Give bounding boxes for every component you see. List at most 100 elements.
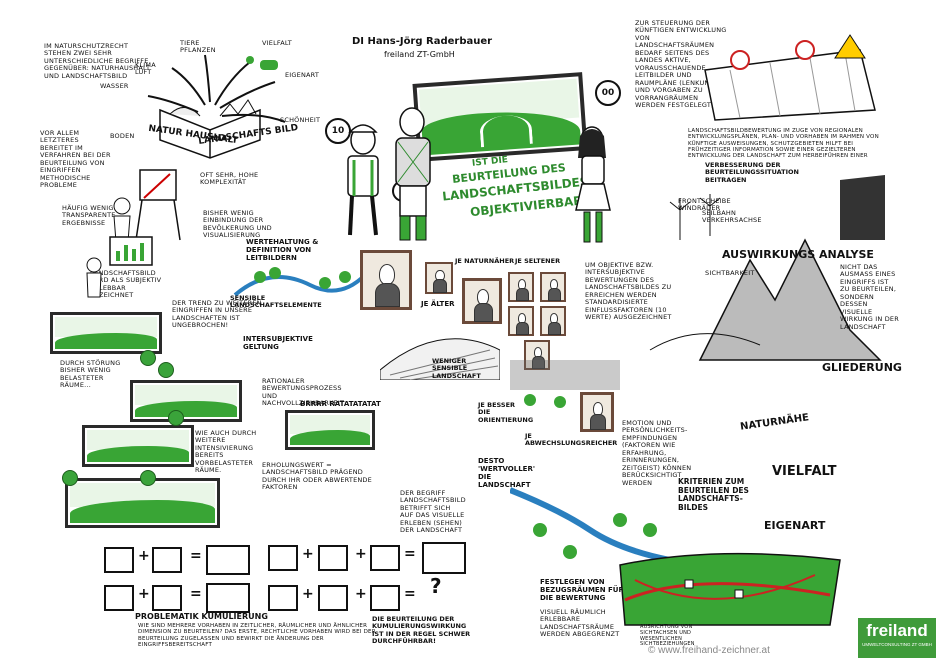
painter-easel-drawing	[113, 169, 181, 243]
formula-box-c-result	[422, 542, 466, 574]
landscape-frame-2	[130, 380, 242, 422]
reference-areas-label: Festlegen von Bezugsräumen für die Bewer…	[540, 578, 624, 603]
formula-box-c1	[268, 545, 298, 571]
score-sign-right-value: 00	[601, 88, 615, 98]
formula-plus-2: +	[138, 586, 150, 602]
tree-icon	[158, 362, 174, 378]
formula-box-a-result	[206, 545, 250, 575]
perception-text: Landschaftsbild wird als subjektiv erleb…	[90, 269, 162, 300]
mona-lisa-frame-rare-3	[508, 306, 534, 336]
mona-lisa-frame-rare-2	[540, 272, 566, 302]
formula-box-b2	[152, 585, 182, 611]
variety-criterion: Vielfalt	[772, 464, 837, 479]
tree-icon	[62, 470, 78, 486]
river-landscape-drawing	[510, 487, 670, 563]
variety-label: Je abwechslungsreicher	[525, 432, 618, 448]
objective-assessment-text: Um objektive bzw. intersubjektive Bewert…	[585, 261, 672, 322]
cumulation-title: Problematik Kumulierung	[135, 612, 268, 621]
visibility-label: Sichtbarkeit	[705, 269, 755, 277]
closer-nature-label: Je naturnäher	[455, 257, 515, 265]
uniqueness-criterion: Eigenart	[764, 519, 826, 532]
landscape-frame-4	[65, 478, 220, 528]
visual-experience-text: Der Begriff Landschaftsbild betrifft sic…	[400, 489, 466, 535]
structure-criterion: Gliederung	[822, 361, 902, 374]
formula-box-d2	[318, 585, 348, 611]
formula-equals-4: =	[404, 586, 416, 602]
visual-impact-text: Nicht das Ausmaß eines Eingriffs ist zu …	[840, 263, 899, 331]
label-tiere: Tiere	[180, 39, 200, 47]
formula-equals-1: =	[190, 548, 202, 564]
regional-map-drawing	[619, 552, 841, 626]
formula-plus-4: +	[355, 546, 367, 562]
tree-icon	[140, 470, 156, 486]
participation-text: Bisher wenig Einbindung der Bevölkerung …	[203, 209, 272, 240]
wind-turbine-label: Frontscheibe Windräder	[678, 197, 731, 213]
sensitive-elements: Sensible Landschaftselemente	[230, 294, 322, 310]
improvement-text: Verbesserung der Beurteilungssituation b…	[705, 161, 799, 184]
assessment-planning-text: Landschaftsbildbewertung im Zuge von reg…	[688, 128, 879, 160]
rain-scene-drawing	[510, 360, 620, 408]
sensitive-landscape-drawing	[233, 267, 367, 297]
formula-box-b1	[104, 585, 134, 611]
disturbance-text: Durch Störung bisher wenig belasteter Rä…	[60, 359, 121, 390]
open-book-drawing	[147, 54, 286, 159]
formula-box-b-result	[206, 583, 250, 613]
criteria-title: Kriterien zum Beurteilen des Landschafts…	[678, 477, 749, 512]
tree-icon	[140, 350, 156, 366]
noise-onomatopoeia: Brrrr Ratatatatat	[300, 400, 381, 408]
checked-shirt-man-figure	[395, 107, 431, 241]
visual-areas-text: Visuell räumlich erlebbare Landschaftsrä…	[540, 608, 620, 639]
formula-box-c2	[318, 545, 348, 571]
formula-equals-3: =	[404, 546, 416, 562]
mona-lisa-frame-rare-4	[540, 306, 566, 336]
more-valuable-label: Desto 'wertvoller' die Landschaft	[478, 457, 535, 490]
transparency-text: Häufig wenig transparente Ergebnisse	[62, 204, 116, 227]
score-sign-left-value: 10	[331, 126, 345, 136]
formula-plus-3: +	[302, 546, 314, 562]
rarer-label: Je seltener	[515, 257, 561, 265]
formula-box-a1	[104, 547, 134, 573]
formula-equals-2: =	[190, 586, 202, 602]
label-wasser: Wasser	[100, 82, 129, 90]
naturalness-criterion: Naturnähe	[739, 412, 810, 433]
mona-lisa-frame-rare-5	[524, 340, 550, 370]
intensification-text: Wie auch durch weitere Intensivierung be…	[195, 429, 257, 475]
mona-lisa-frame-small	[425, 262, 453, 294]
formula-box-d1	[268, 585, 298, 611]
formula-box-d3	[370, 585, 400, 611]
landscape-frame-1	[50, 312, 162, 354]
less-sensitive-label: Weniger sensible Landschaft	[432, 357, 481, 380]
problem-text: Vor allem Letzteres bereitet im Verfahre…	[40, 129, 111, 190]
formula-box-c3	[370, 545, 400, 571]
mona-lisa-frame-rare-1	[508, 272, 534, 302]
fields-landscape-drawing	[380, 338, 500, 380]
label-boden: Boden	[110, 132, 135, 140]
intro-text: Im naturschutzrecht stehen zwei sehr unt…	[44, 42, 151, 80]
construction-worker-figure	[347, 124, 379, 236]
label-vielfalt-top: Vielfalt	[262, 39, 292, 47]
formula-box-a2	[152, 547, 182, 573]
label-klima-luft: Klima Luft	[135, 61, 156, 77]
formula-question-mark: ?	[430, 574, 442, 598]
freiland-logo-subtitle: UMWELTCONSULTING ZT GMBH	[862, 642, 932, 647]
rational-process-text: Rationaler Bewertungsprozess und Nachvol…	[262, 377, 345, 408]
control-text: Zur Steuerung der künftigen Entwicklung …	[635, 19, 727, 110]
label-schoenheit: Schönheit	[280, 116, 321, 124]
older-label: Je älter	[421, 300, 455, 308]
trend-text: Der Trend zu weiteren Eingriffen in unse…	[172, 299, 262, 330]
freiland-logo-text: freiland	[866, 621, 928, 640]
intersubjective-label: Intersubjektive Geltung	[243, 335, 313, 352]
cumulation-assessment-text: Die Beurteilung der Kumulierungswirkung …	[372, 615, 471, 646]
mona-lisa-frame-nature	[462, 278, 502, 324]
score-sign-right: 00	[595, 80, 621, 106]
formula-plus-1: +	[138, 548, 150, 564]
impact-landscape-drawing	[649, 175, 885, 361]
presenter-name: DI Hans-Jörg Raderbauer	[352, 36, 493, 47]
cable-car-label: Seilbahn Verkehrsachse	[702, 209, 762, 225]
label-eigenart-top: Eigenart	[285, 71, 320, 79]
sightlines-text: Ausrichtung von Sichtachsen und wesentli…	[640, 624, 695, 648]
formula-plus-5: +	[302, 586, 314, 602]
impact-analysis-title: Auswirkungs analyse	[722, 248, 874, 261]
cumulation-note: Wie sind mehrere Vorhaben in zeitlicher,…	[138, 623, 376, 648]
